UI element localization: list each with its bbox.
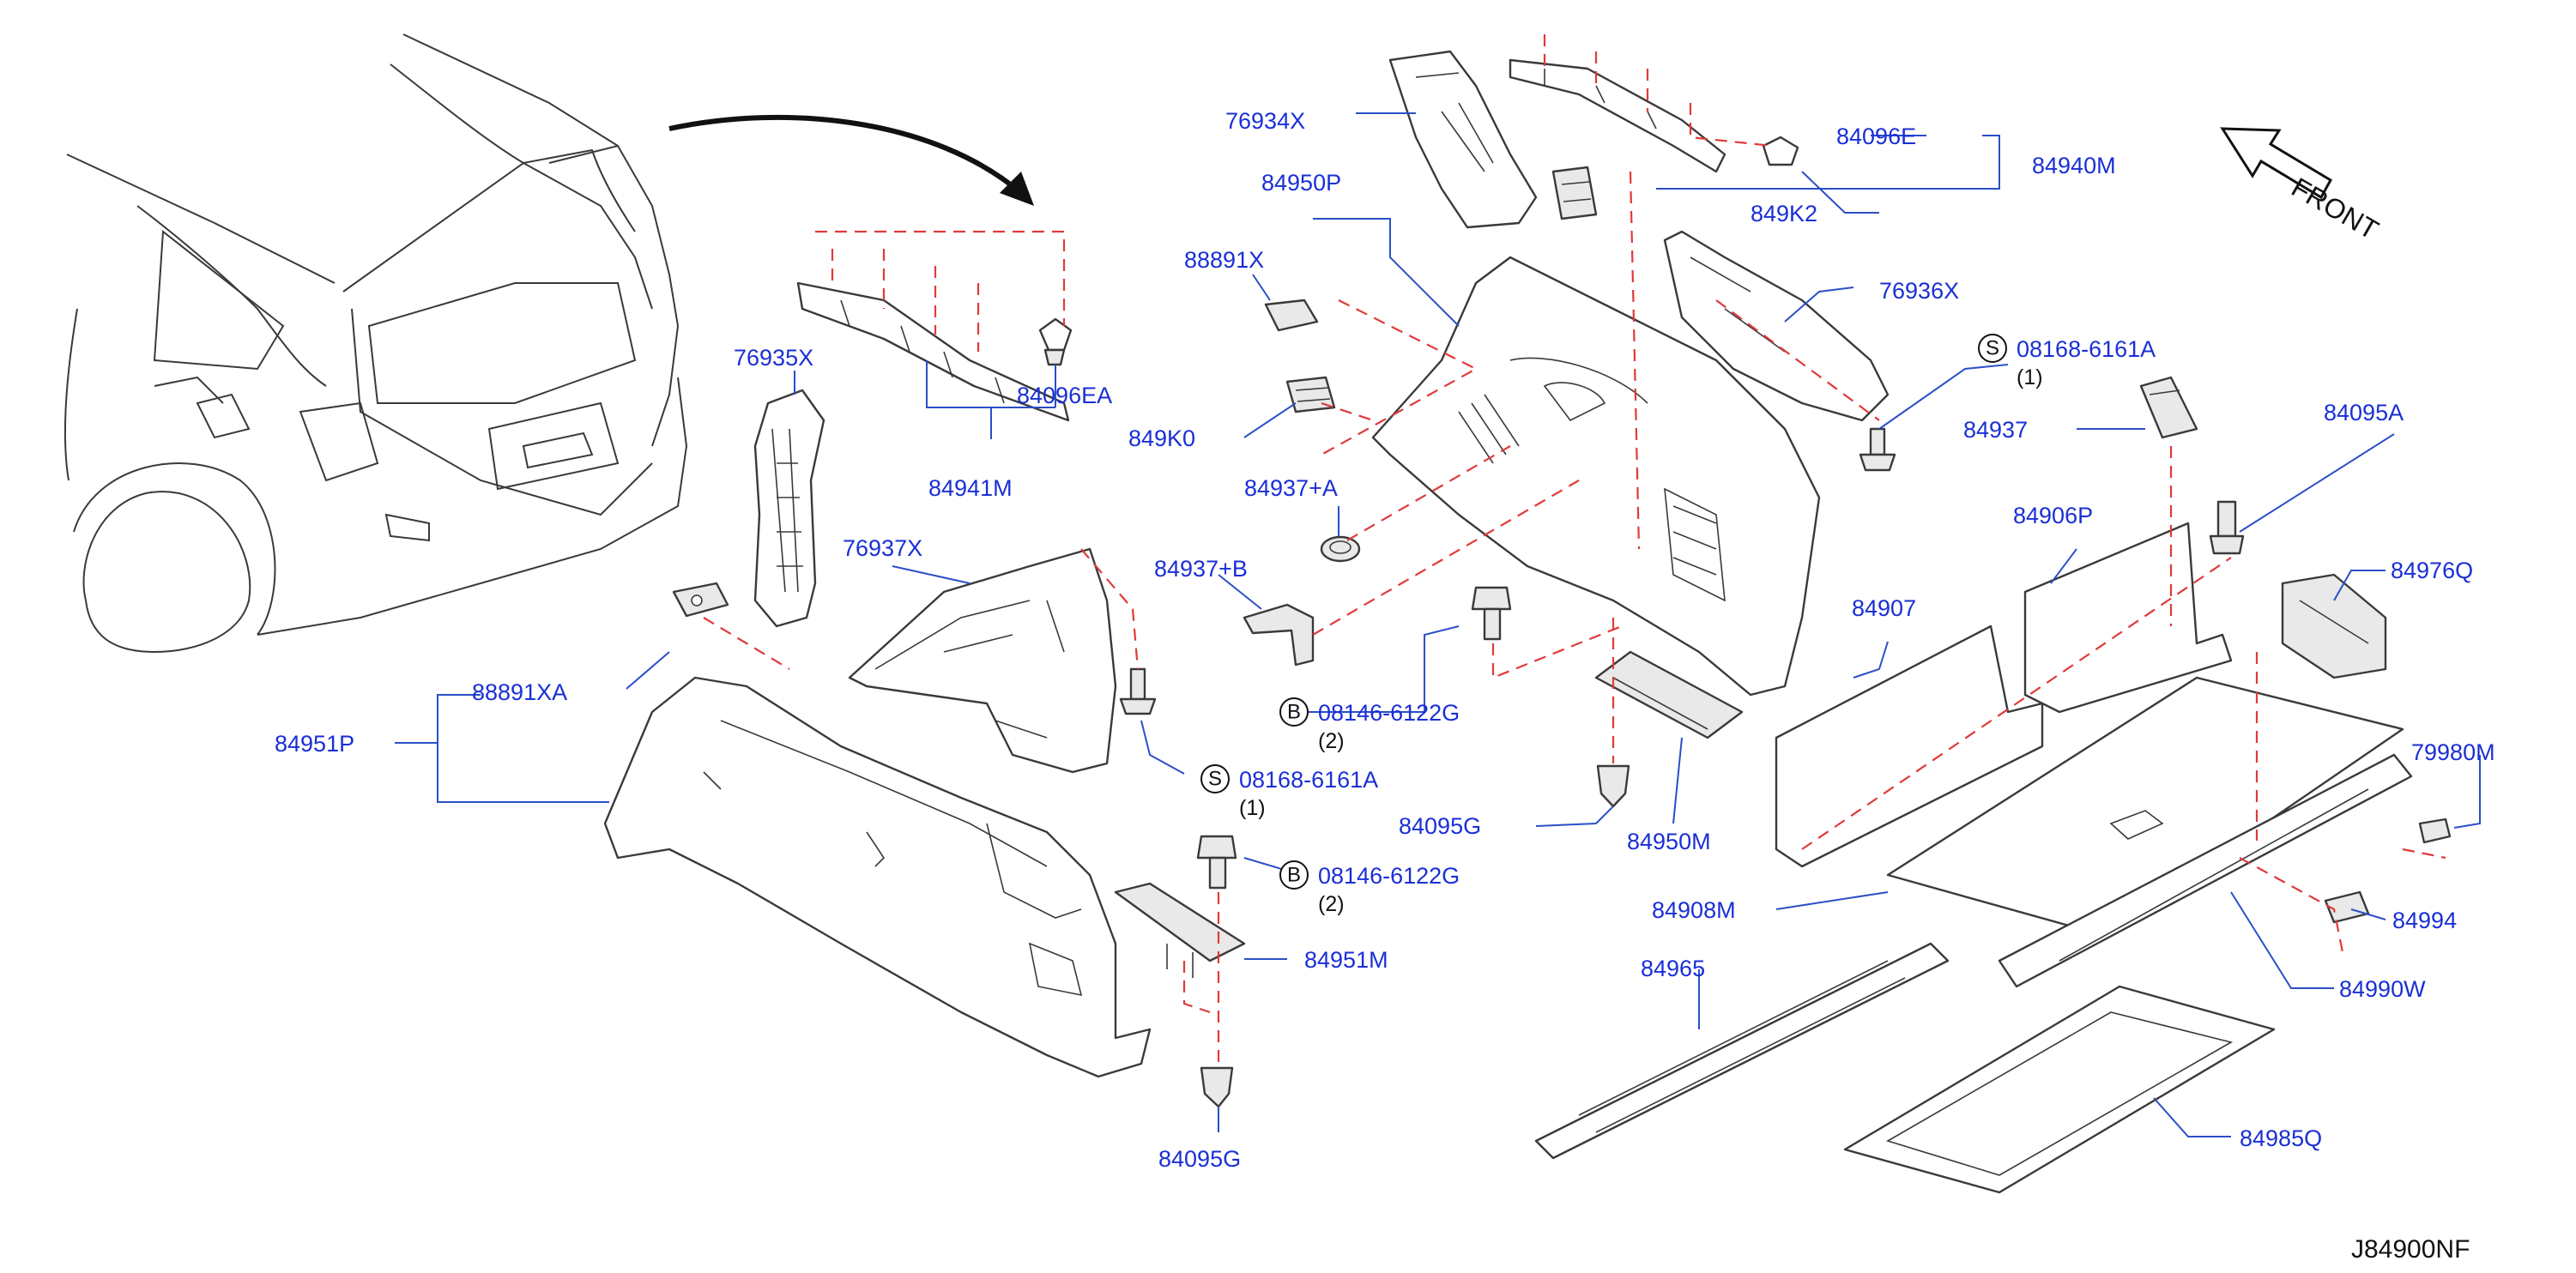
label-84965: 84965 <box>1641 956 1705 981</box>
part-88891XA-cap <box>672 582 729 618</box>
part-84907-board <box>1775 624 2044 868</box>
label-84095A: 84095A <box>2324 400 2404 425</box>
part-849K2 <box>1551 166 1598 220</box>
b-symbol-a <box>1279 697 1309 727</box>
label-08168-6161A-left: 08168-6161A <box>1239 767 1378 793</box>
label-08168-6161A-right: 08168-6161A <box>2017 336 2156 362</box>
label-88891XA: 88891XA <box>472 679 567 705</box>
part-849K0 <box>1285 376 1336 413</box>
bolt-08168-6161A-right <box>1859 427 1896 472</box>
qty-08146-b: (2) <box>1318 892 1345 916</box>
part-84950P-inner-trim <box>1371 256 1821 697</box>
leader-lines <box>395 112 2481 1137</box>
label-84941M: 84941M <box>928 475 1013 501</box>
part-84908M-floor <box>1886 676 2404 937</box>
b-symbol-b-text: B <box>1287 864 1301 887</box>
s-symbol-right-text: S <box>1986 337 1999 360</box>
label-08146-6122G-a: 08146-6122G <box>1318 700 1460 726</box>
label-76936X: 76936X <box>1879 278 1959 304</box>
front-label: FRONT <box>2287 172 2384 245</box>
label-849K2: 849K2 <box>1751 201 1817 226</box>
label-84096EA: 84096EA <box>1017 383 1112 408</box>
label-84095G-a: 84095G <box>1399 813 1481 839</box>
label-84985Q: 84985Q <box>2240 1125 2322 1151</box>
part-84990W-sill <box>1998 753 2413 988</box>
front-direction-icon: FRONT <box>2220 127 2384 245</box>
label-84976Q: 84976Q <box>2391 558 2473 583</box>
bolt-84095A <box>2209 500 2245 555</box>
bolt-08168-6161A-left <box>1119 667 1157 715</box>
part-84951M-plate <box>1114 882 1246 978</box>
label-84096E: 84096E <box>1836 124 1916 149</box>
clip-84095G-lower <box>1200 1066 1234 1108</box>
curved-arrow-icon <box>668 114 1034 206</box>
part-76937X-quarter-trim <box>848 547 1117 774</box>
label-84950M: 84950M <box>1627 829 1711 854</box>
part-84940M-bracket <box>1509 58 1726 173</box>
label-88891X: 88891X <box>1184 247 1264 273</box>
part-84937B-hook <box>1243 603 1315 667</box>
label-84907: 84907 <box>1852 595 1916 621</box>
label-84940M: 84940M <box>2032 153 2116 178</box>
part-88891X-cap <box>1264 299 1319 332</box>
s-symbol-left-text: S <box>1208 768 1222 791</box>
clip-84096E <box>1762 136 1799 166</box>
label-84951P: 84951P <box>275 731 354 757</box>
b-symbol-a-text: B <box>1287 701 1301 724</box>
label-79980M: 79980M <box>2411 739 2495 765</box>
label-84994: 84994 <box>2392 908 2457 933</box>
bolt-08146-6122G-upper <box>1471 586 1512 641</box>
label-08146-6122G-b: 08146-6122G <box>1318 863 1460 889</box>
part-84985Q-tray <box>1843 985 2276 1194</box>
s-symbol-left <box>1200 764 1230 793</box>
part-76935X-pillar-trim <box>753 389 825 628</box>
part-84906P-board <box>2023 522 2233 714</box>
part-84937A-cap <box>1320 535 1361 563</box>
assembly-lines <box>703 34 2446 1064</box>
label-84908M: 84908M <box>1652 897 1736 923</box>
label-84906P: 84906P <box>2013 503 2093 528</box>
label-84990W: 84990W <box>2339 976 2426 1002</box>
b-symbol-b <box>1279 860 1309 890</box>
part-84937-hook <box>2139 376 2198 439</box>
label-84937: 84937 <box>1963 417 2028 443</box>
qty-08146-a: (2) <box>1318 729 1345 753</box>
label-84095G-b: 84095G <box>1158 1146 1241 1172</box>
label-84951M: 84951M <box>1304 947 1388 973</box>
qty-08168-right: (1) <box>2017 365 2043 389</box>
drawing-code: J84900NF <box>2351 1235 2470 1264</box>
bolt-08146-6122G-lower <box>1196 835 1237 890</box>
label-76935X: 76935X <box>734 345 813 371</box>
label-84950P: 84950P <box>1261 170 1341 196</box>
qty-08168-left: (1) <box>1239 796 1266 820</box>
part-76936X-side-trim <box>1663 230 1890 422</box>
part-84941M-bracket <box>796 281 1073 422</box>
s-symbol-right <box>1978 334 2007 363</box>
part-84951P-side-trim <box>603 676 1152 1078</box>
label-76937X: 76937X <box>843 535 922 561</box>
clip-84095G-center <box>1596 764 1630 808</box>
label-84937A: 84937+A <box>1244 475 1338 501</box>
label-84937B: 84937+B <box>1154 556 1248 582</box>
part-84965-rail <box>1534 942 1950 1160</box>
part-76934X-pillar <box>1388 50 1538 229</box>
vehicle-rear-illustration <box>63 33 688 654</box>
part-84950M-bracket <box>1594 650 1744 739</box>
label-76934X: 76934X <box>1225 108 1305 134</box>
label-849K0: 849K0 <box>1128 425 1195 451</box>
part-84976Q <box>2281 573 2387 679</box>
part-79980M <box>2418 817 2452 844</box>
